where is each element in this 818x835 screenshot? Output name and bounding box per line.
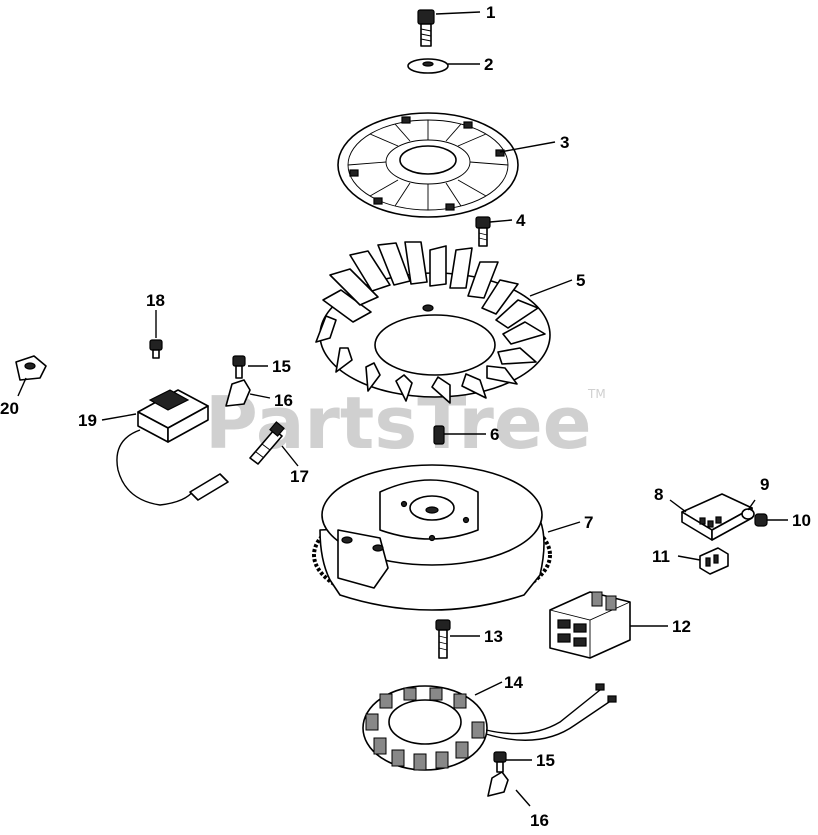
callout-12[interactable]: 12: [672, 617, 691, 636]
part-16a-clip[interactable]: [225, 379, 251, 407]
part-5-fan[interactable]: [315, 241, 551, 404]
callout-14[interactable]: 14: [504, 673, 523, 692]
part-16b-clip[interactable]: [487, 771, 509, 797]
part-18-screw[interactable]: [149, 339, 163, 359]
callout-19[interactable]: 19: [78, 411, 97, 430]
callout-11[interactable]: 11: [652, 547, 670, 566]
part-15b-screw[interactable]: [493, 751, 507, 773]
part-7-flywheel[interactable]: [312, 464, 552, 611]
callout-9[interactable]: 9: [760, 475, 769, 494]
part-10-screw[interactable]: [754, 513, 768, 527]
part-11-terminal[interactable]: [699, 547, 729, 575]
part-19-ignition-module[interactable]: [116, 389, 229, 506]
watermark-tm: TM: [587, 387, 606, 401]
callout-4[interactable]: 4: [516, 211, 526, 230]
callout-16b[interactable]: 16: [530, 811, 549, 830]
part-6-key[interactable]: [433, 425, 445, 445]
callout-7[interactable]: 7: [584, 513, 593, 532]
part-17-spark-plug[interactable]: [249, 421, 285, 465]
part-14-stator[interactable]: [362, 683, 617, 771]
callout-3[interactable]: 3: [560, 133, 569, 152]
callout-13[interactable]: 13: [484, 627, 503, 646]
callout-15a[interactable]: 15: [272, 357, 291, 376]
part-20-clamp[interactable]: [15, 355, 47, 381]
callout-17[interactable]: 17: [290, 467, 309, 486]
callout-10[interactable]: 10: [792, 511, 811, 530]
part-15a-screw[interactable]: [232, 355, 246, 379]
callout-2[interactable]: 2: [484, 55, 493, 74]
callout-15b[interactable]: 15: [536, 751, 555, 770]
callout-20[interactable]: 20: [0, 399, 19, 418]
callout-16a[interactable]: 16: [274, 391, 293, 410]
part-1-screw[interactable]: [417, 9, 435, 47]
part-9-washer[interactable]: [741, 508, 755, 520]
callout-6[interactable]: 6: [490, 425, 499, 444]
part-3-grass-screen[interactable]: [337, 112, 519, 218]
callout-labels: 1 2 3 4 5 6 7 8 9 10 11 12 13 14 15 16 1…: [0, 3, 811, 830]
callout-8[interactable]: 8: [654, 485, 663, 504]
part-4-screw[interactable]: [475, 216, 491, 247]
callout-1[interactable]: 1: [486, 3, 495, 22]
leader-lines: [17, 11, 788, 807]
part-13-screw[interactable]: [435, 619, 451, 659]
callout-5[interactable]: 5: [576, 271, 585, 290]
callout-18[interactable]: 18: [146, 291, 165, 310]
part-8-rectifier-regulator[interactable]: [681, 493, 753, 541]
part-2-washer[interactable]: [407, 58, 449, 74]
part-12-connector[interactable]: [549, 591, 631, 659]
